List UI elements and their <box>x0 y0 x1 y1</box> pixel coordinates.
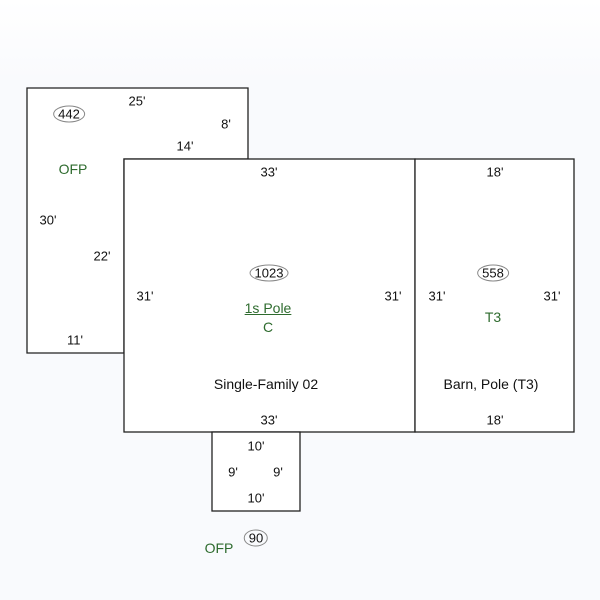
dimension-label: 33' <box>260 412 278 428</box>
dimension-label: 10' <box>247 490 265 506</box>
area-code: T3 <box>484 309 502 325</box>
area-code: OFP <box>58 161 88 177</box>
dimension-label: 25' <box>128 93 146 109</box>
area-badge: 1023 <box>249 264 289 282</box>
dimension-label: 31' <box>384 288 402 304</box>
single-family-outline <box>123 158 416 433</box>
dimension-label: 14' <box>176 138 194 154</box>
dimension-label: 8' <box>221 116 231 132</box>
area-code: OFP <box>204 540 234 556</box>
porch-outline <box>211 431 301 512</box>
dimension-label: 11' <box>67 332 83 348</box>
dimension-label: 18' <box>486 412 504 428</box>
area-badge: 90 <box>243 529 269 547</box>
area-code: 1s Pole <box>244 300 292 316</box>
barn-outline <box>414 158 575 433</box>
dimension-label: 31' <box>428 288 446 304</box>
dimension-label: 22' <box>93 248 111 264</box>
dimension-label: 33' <box>260 164 278 180</box>
dimension-label: 30' <box>39 212 57 228</box>
dimension-label: 10' <box>247 438 265 454</box>
dimension-label: 9' <box>273 464 283 480</box>
area-code-sub: C <box>262 319 274 335</box>
area-badge: 558 <box>477 264 509 282</box>
dimension-label: 31' <box>543 288 561 304</box>
dimension-label: 18' <box>486 164 504 180</box>
area-label: Single-Family 02 <box>213 376 319 392</box>
dimension-label: 31' <box>136 288 154 304</box>
dimension-label: 9' <box>228 464 238 480</box>
area-badge: 442 <box>53 105 85 123</box>
area-label: Barn, Pole (T3) <box>443 376 539 392</box>
